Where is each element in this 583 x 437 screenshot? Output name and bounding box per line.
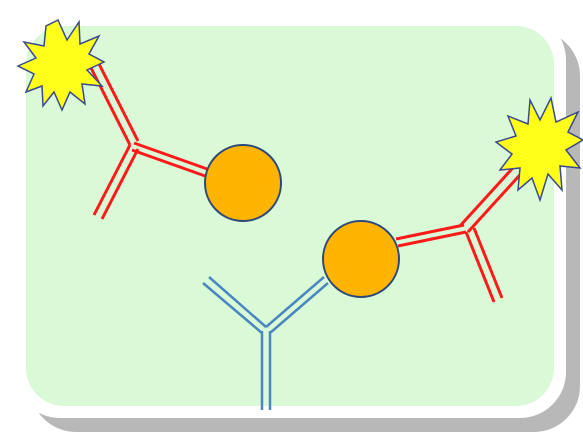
rounded-panel: [26, 26, 554, 406]
y-shaped-antibody-icon: [202, 276, 329, 410]
left-linker: [86, 57, 211, 220]
right-labeled-molecule: [322, 95, 583, 303]
right-linker: [395, 158, 530, 303]
starburst-icon: [494, 95, 583, 203]
left-labeled-molecule: [16, 18, 282, 222]
right-bead: [322, 220, 400, 298]
left-bead: [204, 144, 282, 222]
starburst-icon: [16, 18, 106, 112]
